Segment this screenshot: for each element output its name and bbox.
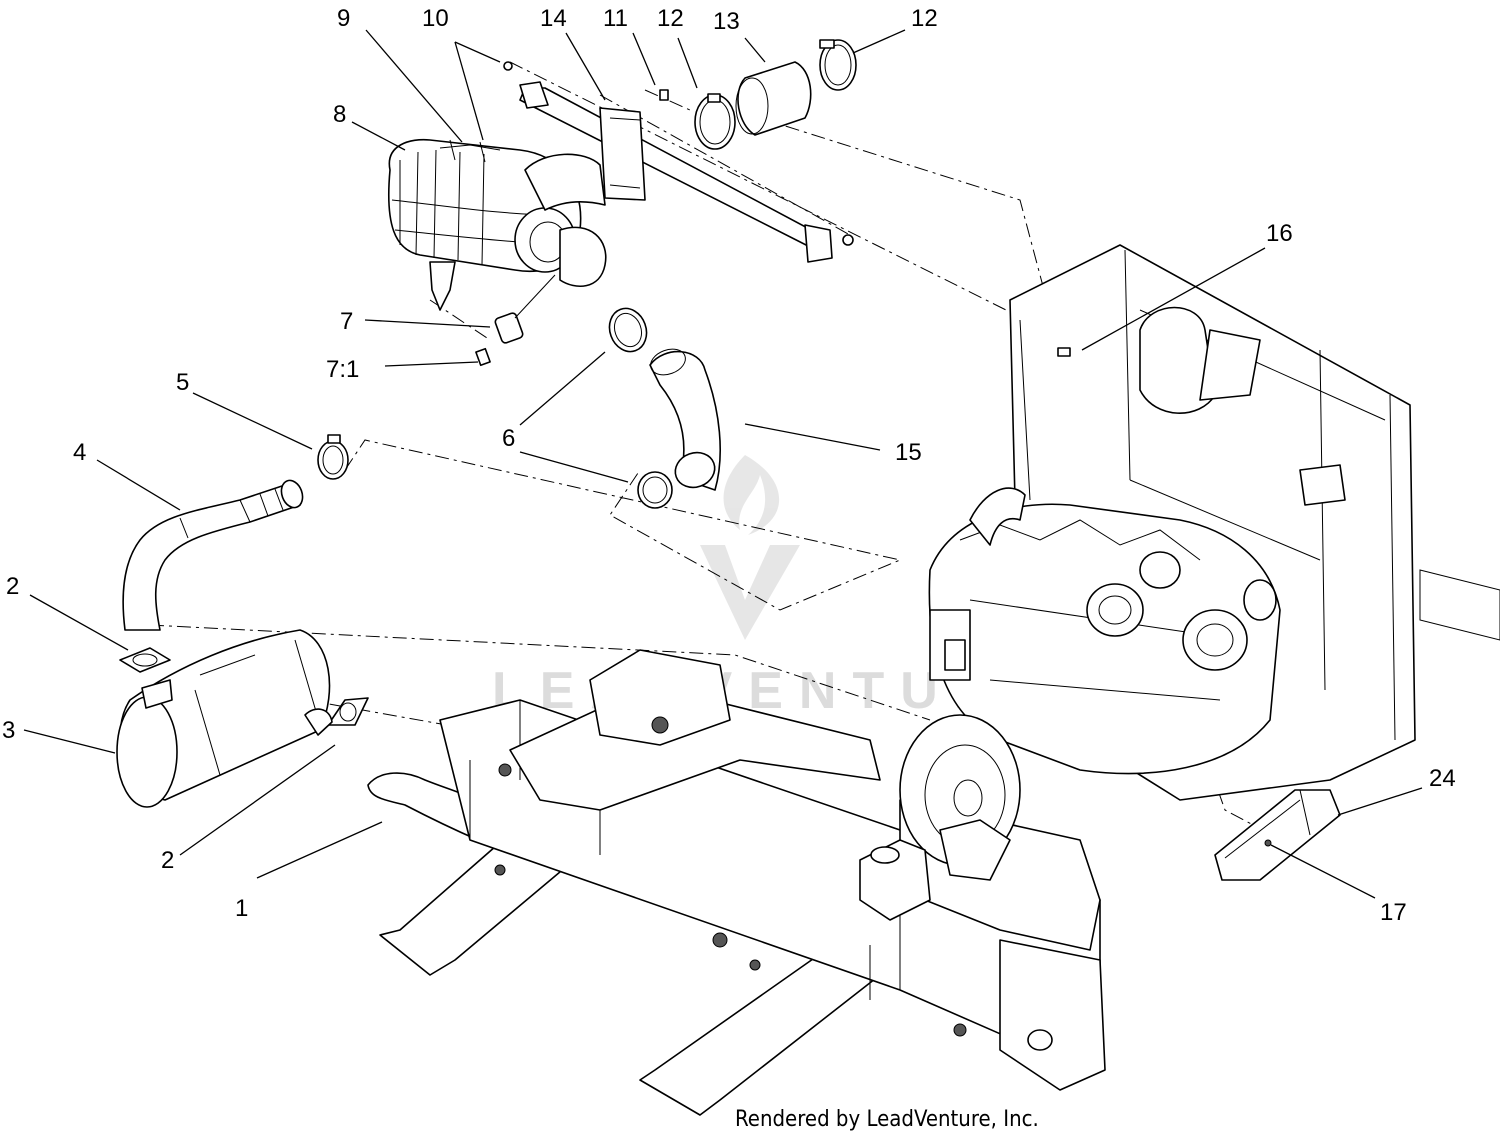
watermark-logo bbox=[700, 455, 800, 640]
main-frame bbox=[379, 244, 1500, 1116]
callout-8: 8 bbox=[333, 101, 346, 128]
mounting-bar bbox=[503, 61, 854, 263]
callout-12-left: 12 bbox=[657, 5, 684, 32]
callout-10: 10 bbox=[422, 5, 449, 32]
callout-24: 24 bbox=[1429, 765, 1456, 792]
air-cleaner bbox=[387, 138, 607, 311]
callout-13: 13 bbox=[713, 8, 740, 35]
callout-2-lower: 2 bbox=[161, 847, 174, 874]
callout-14: 14 bbox=[540, 5, 567, 32]
muffler bbox=[116, 629, 333, 808]
leader-lines bbox=[23, 29, 1423, 899]
callout-4: 4 bbox=[73, 439, 86, 466]
callout-3: 3 bbox=[2, 717, 15, 744]
callouts: 9 10 14 11 12 13 12 8 16 7 7:1 5 4 6 15 … bbox=[2, 5, 1456, 926]
clamps-and-hose bbox=[694, 39, 857, 150]
shield-plate bbox=[1214, 789, 1341, 881]
callout-15: 15 bbox=[895, 439, 922, 466]
callout-11: 11 bbox=[603, 5, 628, 32]
callout-2-upper: 2 bbox=[6, 573, 19, 600]
callout-17: 17 bbox=[1380, 899, 1407, 926]
callout-9: 9 bbox=[337, 5, 350, 32]
elbow-hose bbox=[608, 307, 721, 509]
render-credit: Rendered by LeadVenture, Inc. bbox=[735, 1107, 1039, 1132]
callout-12-right: 12 bbox=[911, 5, 938, 32]
callout-16: 16 bbox=[1266, 220, 1293, 247]
gaskets bbox=[119, 647, 369, 726]
callout-7-1: 7:1 bbox=[326, 356, 359, 383]
exhaust-pipe bbox=[122, 434, 349, 631]
callout-1: 1 bbox=[235, 895, 248, 922]
bolt-16 bbox=[1057, 347, 1071, 357]
restriction-indicator bbox=[475, 274, 556, 367]
callout-5: 5 bbox=[176, 369, 189, 396]
callout-7: 7 bbox=[340, 308, 353, 335]
callout-6: 6 bbox=[502, 425, 515, 452]
